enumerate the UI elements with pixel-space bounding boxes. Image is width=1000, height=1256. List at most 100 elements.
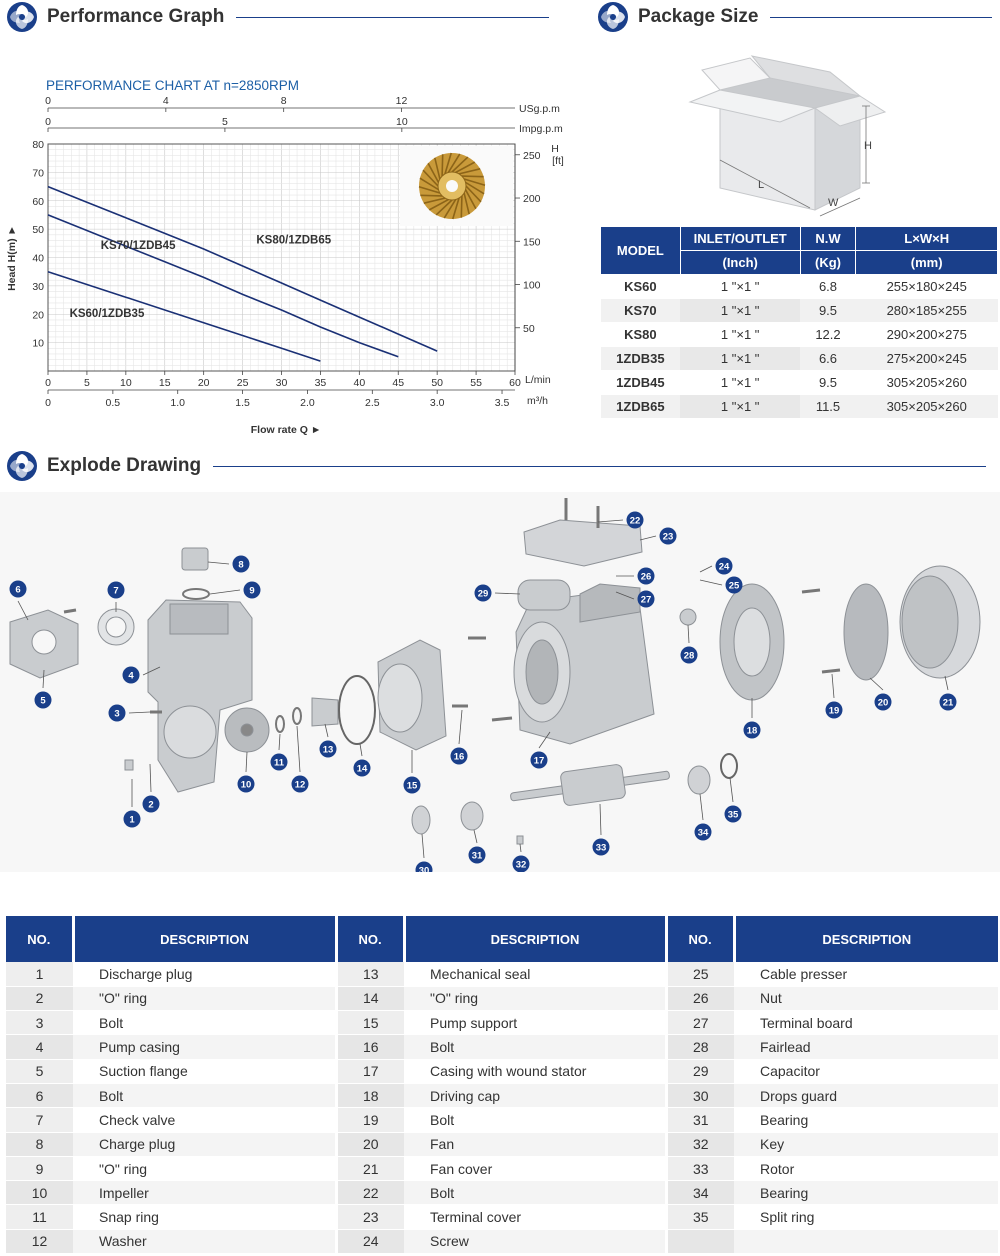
- part-number: 3: [6, 1010, 73, 1036]
- part-number: 24: [334, 1229, 404, 1255]
- callout-leader: [699, 565, 713, 573]
- callout-6: 6: [9, 580, 29, 621]
- callout-31: 31: [468, 829, 486, 864]
- part-description: Rotor: [734, 1156, 998, 1182]
- usgpm-tick-label: 4: [163, 95, 169, 107]
- m3h-tick-label: 2.0: [300, 397, 315, 409]
- part-description: Suction flange: [73, 1059, 336, 1084]
- header-inlet-unit: (Inch): [679, 250, 801, 275]
- part-description: Pump casing: [73, 1034, 336, 1060]
- impeller-vane: [420, 194, 443, 197]
- m3h-tick-label: 2.5: [365, 397, 380, 409]
- ft-unit-label: H: [551, 143, 559, 155]
- part-description: Drops guard: [734, 1083, 998, 1109]
- part-number: 8: [6, 1132, 73, 1157]
- callout-leader: [473, 829, 478, 844]
- part-description: Mechanical seal: [404, 962, 666, 987]
- y-tick-label: 30: [32, 281, 44, 293]
- package-cell-nw: 12.2: [800, 322, 856, 347]
- callout-badge: [291, 775, 309, 793]
- impeller-vane: [418, 186, 441, 194]
- y-tick-label: 60: [32, 196, 44, 208]
- callout-leader: [128, 711, 151, 714]
- part-description: Casing with wound stator: [404, 1059, 666, 1084]
- callout-25: 25: [699, 576, 743, 594]
- package-cell-inlet: 1 "×1 ": [680, 322, 801, 347]
- callout-badge: [694, 823, 712, 841]
- part-number: 6: [6, 1083, 73, 1109]
- callout-13: 13: [319, 723, 337, 758]
- header-inlet: INLET/OUTLET: [679, 226, 801, 251]
- callout-7: 7: [107, 581, 125, 612]
- part-number: 29: [664, 1059, 734, 1084]
- impeller-vane: [464, 189, 477, 210]
- performance-chart: PERFORMANCE CHART AT n=2850RPM 102030405…: [6, 78, 564, 436]
- y-tick-label: 40: [32, 253, 44, 265]
- callout-number: 5: [40, 696, 46, 707]
- package-cell-nw: 9.5: [800, 298, 856, 323]
- package-cell-dims: 290×200×275: [855, 322, 998, 347]
- callout-leader: [142, 666, 161, 676]
- callout-number: 17: [534, 756, 545, 767]
- x-tick-label: 0: [45, 377, 51, 389]
- x-tick-label: 60: [509, 377, 521, 389]
- usgpm-tick-label: 8: [281, 95, 287, 107]
- part-number: 11: [6, 1204, 73, 1230]
- impeller-vane: [427, 162, 440, 183]
- y-tick-label: 10: [32, 338, 44, 350]
- section-title: Performance Graph: [47, 6, 225, 27]
- part-number: 4: [6, 1034, 73, 1060]
- part-number: 1: [6, 962, 73, 987]
- x-unit-label: L/min: [525, 374, 551, 386]
- impeller-vane: [451, 156, 469, 173]
- part-number: 26: [664, 986, 734, 1012]
- impgpm-tick-label: 10: [396, 116, 408, 128]
- callout-badge: [637, 567, 655, 585]
- callout-28: 28: [680, 624, 698, 664]
- callout-4: 4: [122, 666, 161, 684]
- package-cell-dims: 280×185×255: [855, 298, 998, 323]
- part-description: Discharge plug: [73, 962, 336, 987]
- callout-number: 4: [128, 671, 134, 682]
- part-description: "O" ring: [73, 1156, 336, 1182]
- part-number: 9: [6, 1156, 73, 1182]
- impeller-bore: [446, 180, 458, 192]
- impeller-vane: [423, 197, 446, 204]
- callout-badge: [142, 795, 160, 813]
- series-label: KS80/1ZDB65: [256, 234, 331, 246]
- callout-14: 14: [353, 743, 371, 777]
- callout-leader: [296, 725, 301, 773]
- callout-leader: [458, 709, 463, 745]
- callout-badge: [874, 693, 892, 711]
- x-tick-label: 15: [159, 377, 171, 389]
- y-tick-label: 50: [32, 224, 44, 236]
- callout-18: 18: [743, 698, 761, 739]
- callout-number: 26: [641, 572, 652, 583]
- part-number: 15: [334, 1010, 404, 1036]
- pump-parts-illustration: [9, 498, 981, 845]
- impeller-vane: [428, 198, 449, 211]
- callout-number: 32: [516, 860, 527, 871]
- part-number: 2: [6, 986, 73, 1012]
- callout-9: 9: [209, 581, 261, 599]
- part-description: Fan: [404, 1132, 666, 1157]
- callout-number: 13: [323, 745, 334, 756]
- part-description: Terminal board: [734, 1010, 998, 1036]
- m3h-tick-label: 1.5: [235, 397, 250, 409]
- callout-number: 24: [719, 562, 730, 573]
- part-description: Bearing: [734, 1180, 998, 1206]
- x-tick-label: 35: [315, 377, 327, 389]
- callout-number: 18: [747, 726, 758, 737]
- callout-10: 10: [237, 751, 255, 793]
- callout-24: 24: [699, 557, 733, 575]
- impgpm-unit-label: Impg.p.m: [519, 123, 563, 135]
- callout-22: 22: [597, 511, 644, 529]
- m3h-tick-label: 1.0: [170, 397, 185, 409]
- package-cell-model: 1ZDB35: [600, 346, 681, 371]
- package-cell-model: KS80: [600, 322, 681, 347]
